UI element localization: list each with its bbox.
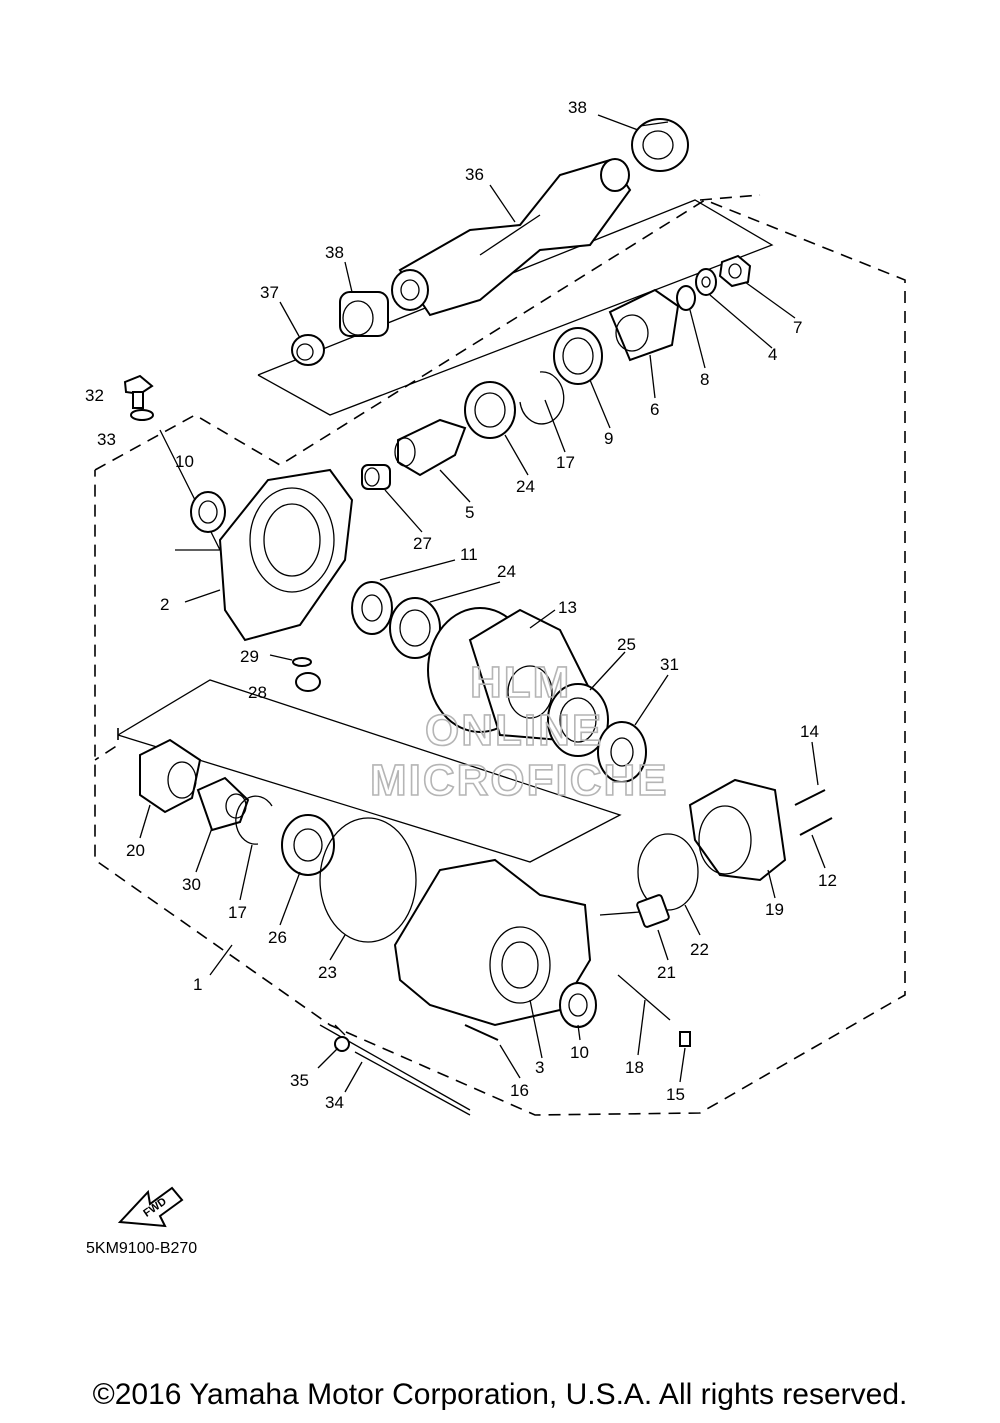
leader-lines [139, 114, 826, 1093]
part-label: 36 [465, 165, 484, 184]
part-label: 9 [604, 429, 613, 448]
part-label: 23 [318, 963, 337, 982]
part-label: 10 [570, 1043, 589, 1062]
part-27-bearing [361, 464, 391, 490]
part-label: 32 [85, 386, 104, 405]
part-14-bolt [794, 789, 826, 806]
part-number-labels: 38 36 38 37 7 4 8 6 9 17 24 5 27 32 33 1… [85, 98, 837, 1112]
watermark-line-2: ONLINE [425, 706, 603, 755]
part-25-bearing [547, 683, 609, 757]
part-17-upper-circlip [519, 371, 565, 425]
part-label: 13 [558, 598, 577, 617]
part-label: 27 [413, 534, 432, 553]
part-label: 10 [175, 452, 194, 471]
part-label: 3 [535, 1058, 544, 1077]
part-21-sensor [599, 894, 670, 928]
dashed-assembly-outline [94, 194, 906, 1116]
part-10-lower-seal [559, 982, 597, 1028]
part-38-upper-bearing [631, 118, 689, 172]
part-label: 24 [497, 562, 516, 581]
part-17-lower-circlip [235, 795, 273, 845]
part-2-gear-case-cover [218, 468, 354, 642]
part-label: 18 [625, 1058, 644, 1077]
part-24-middle-bearing [389, 597, 441, 659]
figure-code: 5KM9100-B270 [86, 1240, 198, 1257]
part-label: 8 [700, 370, 709, 389]
part-label: 11 [460, 545, 478, 564]
part-label: 1 [193, 975, 202, 994]
part-label: 24 [516, 477, 535, 496]
part-label: 37 [260, 283, 279, 302]
part-10-upper-seal [190, 491, 226, 533]
part-label: 16 [510, 1081, 529, 1100]
part-31-shim [597, 721, 647, 783]
part-38-lower-bearing [339, 291, 389, 337]
part-12-bolt [799, 817, 833, 836]
part-35-clip [334, 1036, 350, 1052]
part-37-spring [291, 334, 325, 366]
part-5-pinion-gear [394, 418, 467, 477]
part-label: 4 [768, 345, 777, 364]
part-7-nut [718, 254, 752, 288]
watermark: HLM ONLINE MICROFICHE [369, 657, 669, 806]
part-label: 14 [800, 722, 819, 741]
part-label: 17 [556, 453, 575, 472]
part-label: 21 [657, 963, 676, 982]
part-label: 19 [765, 900, 784, 919]
part-29-washer [292, 657, 312, 667]
part-label: 30 [182, 875, 201, 894]
part-19-motor-housing [688, 778, 787, 882]
part-3-gear-case [393, 858, 592, 1027]
part-label: 38 [325, 243, 344, 262]
part-4-washer [695, 268, 717, 296]
part-36-drive-shaft [391, 158, 632, 317]
part-34-pin [354, 1051, 471, 1116]
part-23-o-ring [319, 817, 417, 943]
part-label: 2 [160, 595, 169, 614]
part-15-screw [679, 1031, 691, 1047]
part-label: 15 [666, 1085, 685, 1104]
part-label: 28 [248, 683, 267, 702]
part-22-o-ring [637, 833, 699, 911]
part-11-shim [351, 581, 393, 635]
part-label: 7 [793, 318, 802, 337]
part-16-bolt [464, 1024, 499, 1041]
part-28-bolt [295, 672, 321, 692]
part-8-o-ring [676, 285, 696, 311]
fwd-arrow-icon: FWD [117, 1186, 184, 1228]
part-label: 26 [268, 928, 287, 947]
part-label: 20 [126, 841, 145, 860]
part-label: 29 [240, 647, 259, 666]
part-label: 38 [568, 98, 587, 117]
part-18-shaft [617, 974, 671, 1021]
part-33-washer [130, 409, 154, 421]
part-32-bolt [123, 374, 154, 409]
watermark-line-1: HLM [470, 658, 571, 707]
part-20-sleeve [139, 738, 202, 814]
part-26-bearing [281, 814, 335, 876]
part-6-coupling [608, 288, 680, 362]
part-label: 34 [325, 1093, 344, 1112]
part-label: 25 [617, 635, 636, 654]
part-label: 35 [290, 1071, 309, 1090]
part-label: 31 [660, 655, 679, 674]
part-9-seal [553, 327, 603, 385]
part-label: 17 [228, 903, 247, 922]
part-label: 22 [690, 940, 709, 959]
copyright-notice: ©2016 Yamaha Motor Corporation, U.S.A. A… [92, 1378, 908, 1411]
watermark-line-3: MICROFICHE [370, 756, 669, 805]
part-label: 6 [650, 400, 659, 419]
part-24-upper-bearing [464, 381, 516, 439]
part-label: 33 [97, 430, 116, 449]
part-label: 5 [465, 503, 474, 522]
part-label: 12 [818, 871, 837, 890]
